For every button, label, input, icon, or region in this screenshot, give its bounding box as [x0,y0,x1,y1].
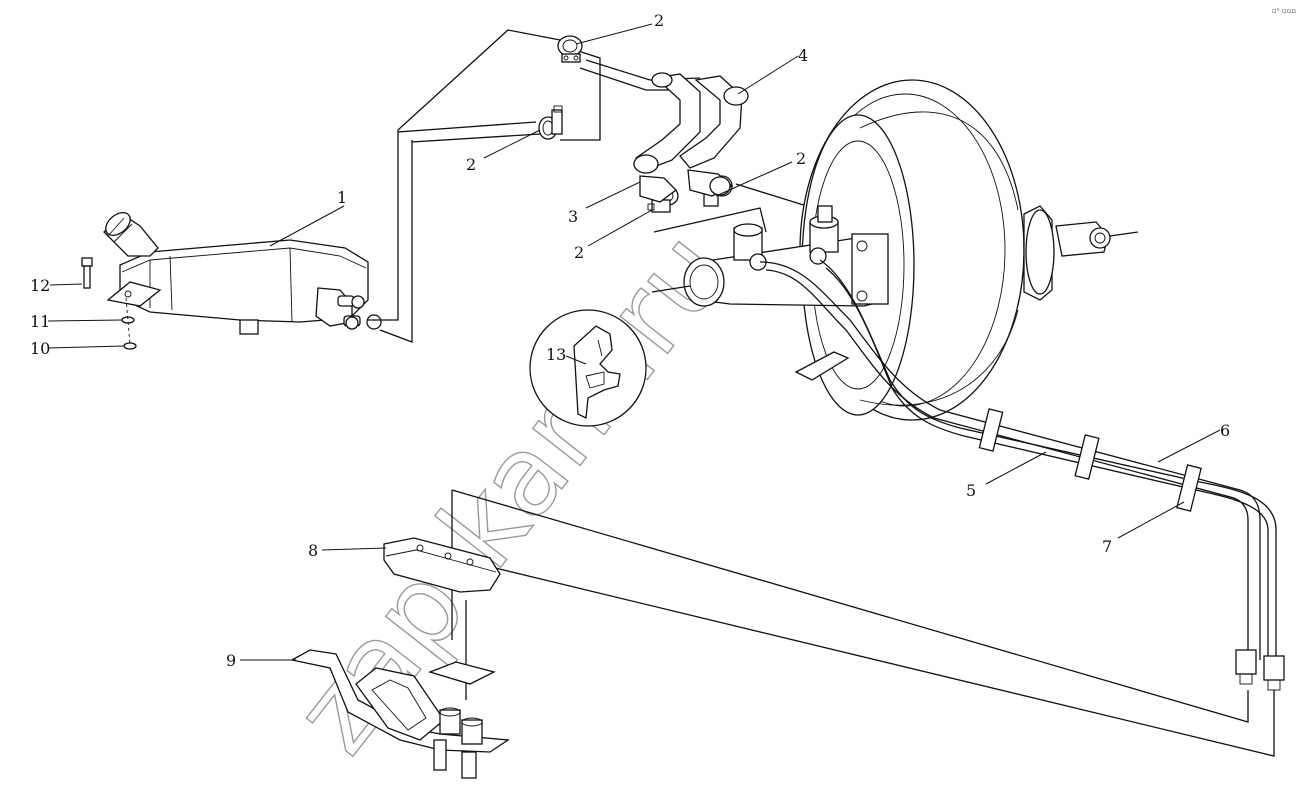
pedal-bracket [290,649,510,779]
tube-loop-c [461,559,1275,757]
pedal-pad [383,537,501,593]
hose-clamp-top [557,35,583,63]
callout-10: 10 [30,339,50,358]
master-cylinder [651,205,889,307]
fluid-reservoir [103,212,382,335]
hose-3 [633,72,701,203]
hose-a [368,121,537,321]
callout-12: 12 [30,276,50,295]
callout-13: 13 [546,345,566,364]
callout-2-bottom: 2 [574,243,584,262]
bolt-12 [81,257,93,289]
callout-9: 9 [226,651,236,670]
callout-1: 1 [337,188,347,207]
washer-10 [123,342,137,350]
callout-4: 4 [798,46,808,65]
hose-clamp-left [538,105,563,140]
hose-bracket [653,207,767,233]
detail-inset [529,309,647,427]
callout-6: 6 [1220,421,1230,440]
callout-5: 5 [966,481,976,500]
hose-mid [560,49,601,141]
callout-2-right: 2 [796,149,806,168]
callout-2-top: 2 [654,11,664,30]
corner-mark: ▫ᵒ ▫▫▫ [1272,7,1296,15]
hose-b [379,133,541,343]
tube-loop-b [451,489,1249,723]
callout-11: 11 [30,312,50,331]
hose-4 [679,75,749,197]
callout-2-left: 2 [466,155,476,174]
hose-upper [397,29,561,132]
callout-8: 8 [308,541,318,560]
brake-lines [759,259,1285,691]
callout-7: 7 [1102,537,1112,556]
callout-3: 3 [568,207,578,226]
